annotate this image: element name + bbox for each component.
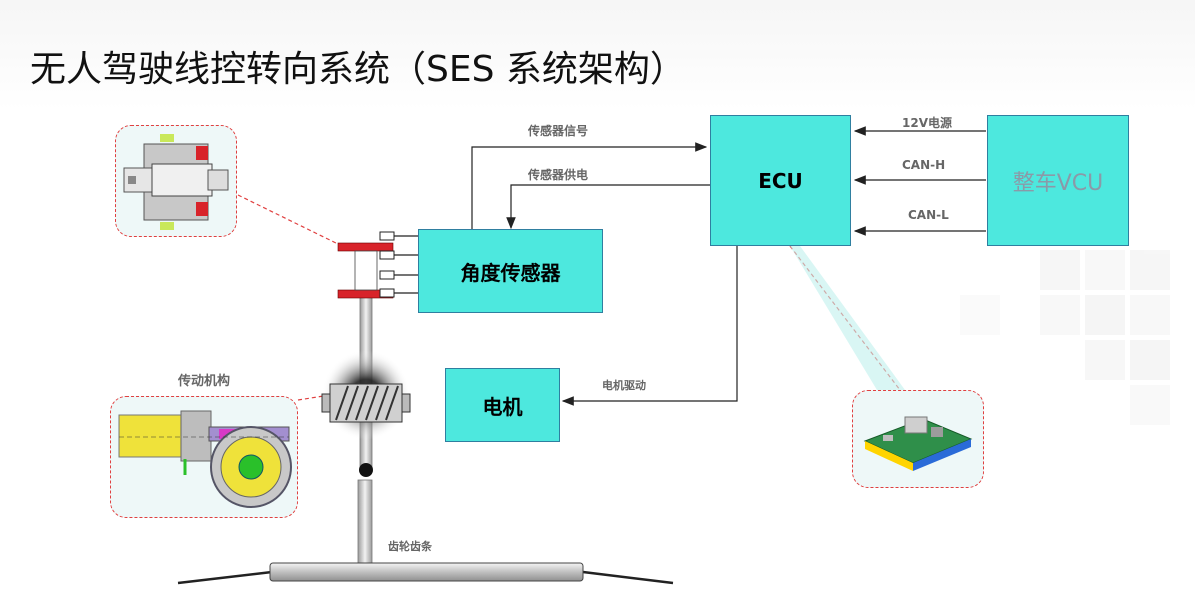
can-l-label: CAN-L xyxy=(908,208,949,222)
sensor-signal-wire xyxy=(471,142,708,230)
motor-drive-label: 电机驱动 xyxy=(602,379,646,392)
transmission-cutaway-icon xyxy=(118,410,292,508)
sensor-power-label: 传感器供电 xyxy=(528,168,589,182)
motor-drive-wire xyxy=(561,245,738,406)
angle-sensor-label: 角度传感器 xyxy=(460,260,561,285)
can-h-label: CAN-H xyxy=(902,158,946,172)
ecu-label: ECU xyxy=(758,168,803,193)
sensor-signal-label: 传感器信号 xyxy=(528,124,589,138)
sensor-flange-top xyxy=(337,242,394,252)
steering-rack xyxy=(177,562,674,585)
wiring xyxy=(237,126,986,406)
callout-line-sensor xyxy=(237,194,341,246)
ecu-pcb-callout xyxy=(852,390,984,488)
sensor-power-wire xyxy=(506,184,710,230)
callout-line-gear xyxy=(297,394,331,401)
ecu-pcb-icon xyxy=(863,416,973,471)
vcu-label: 整车VCU xyxy=(1012,170,1104,196)
sensor-callout xyxy=(115,125,237,237)
motor-block: 电机 xyxy=(445,368,560,442)
rack-label: 齿轮齿条 xyxy=(388,540,432,553)
angle-sensor-block: 角度传感器 xyxy=(418,229,603,313)
sensor-cutaway-icon xyxy=(123,134,229,230)
transmission-callout xyxy=(110,396,298,518)
power-12v-label: 12V电源 xyxy=(902,116,952,130)
ecu-block: ECU xyxy=(710,115,851,246)
universal-joint xyxy=(359,463,373,477)
page-title: 无人驾驶线控转向系统（SES 系统架构） xyxy=(30,49,686,90)
transmission-label: 传动机构 xyxy=(178,374,231,389)
ecu-projection xyxy=(790,246,905,395)
motor-label: 电机 xyxy=(482,394,523,419)
vcu-block: 整车VCU xyxy=(987,115,1129,246)
steering-column xyxy=(321,231,411,566)
background-decoration xyxy=(0,0,1195,110)
